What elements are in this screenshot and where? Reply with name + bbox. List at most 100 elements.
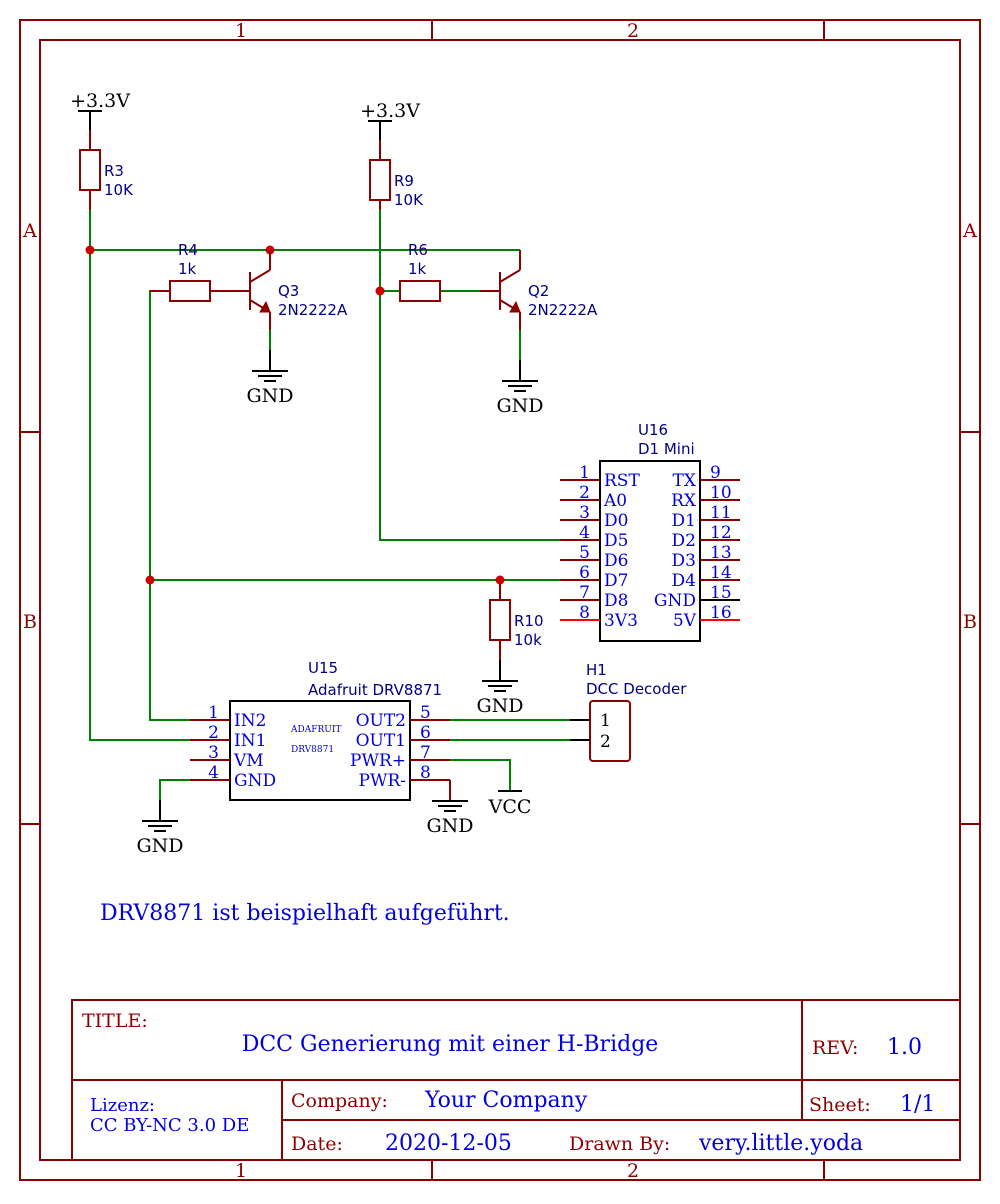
column-label-2-bottom: 2	[627, 1160, 639, 1182]
sheet-value: 1/1	[900, 1092, 935, 1117]
value-label: 10K	[104, 181, 134, 199]
license-value: CC BY-NC 3.0 DE	[90, 1115, 249, 1136]
pin-name: GND	[234, 771, 276, 791]
company-label: Company:	[291, 1090, 388, 1112]
license-label: Lizenz:	[90, 1095, 155, 1116]
row-label-a-right: A	[962, 220, 977, 242]
power-3v3-mid[interactable]: +3.3V	[360, 100, 420, 140]
gnd-label: GND	[136, 835, 183, 857]
pin-number: 4	[579, 523, 590, 543]
inner-label: DRV8871	[291, 745, 334, 755]
resistor-r4[interactable]: R4 1k	[150, 241, 250, 302]
pin-name: TX	[673, 471, 697, 491]
pin-number: 13	[710, 543, 732, 563]
transistor-q2[interactable]: Q2 2N2222A	[480, 250, 598, 330]
junction-dot	[495, 575, 505, 585]
pin-name: OUT2	[356, 711, 406, 731]
column-label-1-bottom: 1	[235, 1160, 247, 1182]
ref-label: R3	[104, 162, 124, 180]
gnd-r10[interactable]: GND	[476, 680, 524, 717]
wires	[89, 210, 570, 800]
resistor-r6[interactable]: R6 1k	[399, 241, 441, 302]
wire-in2[interactable]	[149, 290, 190, 721]
gnd-pwr-minus[interactable]: GND	[410, 779, 474, 837]
gnd-q3[interactable]: GND	[246, 350, 294, 407]
row-label-b: B	[23, 611, 37, 633]
pin-name: D1	[672, 511, 696, 531]
power-3v3-left[interactable]: +3.3V	[70, 90, 130, 130]
pin-number: 2	[600, 732, 611, 752]
column-label-2: 2	[627, 20, 639, 42]
gnd-q2[interactable]: GND	[496, 360, 544, 417]
resistor-r3[interactable]: R3 10K	[79, 130, 134, 210]
pin-name: A0	[603, 491, 627, 511]
connector-h1[interactable]: 1 2 H1 DCC Decoder	[570, 661, 687, 762]
ref-label: H1	[586, 661, 607, 679]
ref-label: R9	[394, 172, 414, 190]
junction-dot	[145, 575, 155, 585]
pin-name: RST	[604, 471, 640, 491]
pin-name: 3V3	[604, 611, 638, 631]
pin-number: 6	[579, 563, 590, 583]
gnd-u15[interactable]: GND	[136, 800, 184, 857]
gnd-label: GND	[426, 815, 473, 837]
pin-number: 2	[579, 483, 590, 503]
ref-label: Q3	[278, 282, 299, 300]
pin-number: 16	[710, 603, 732, 623]
pin-number: 5	[420, 703, 431, 723]
resistor-r10[interactable]: R10 10k	[489, 599, 544, 680]
pin-name: IN2	[234, 711, 266, 731]
pin-name: D0	[604, 511, 628, 531]
date-value: 2020-12-05	[385, 1131, 512, 1156]
pin-number: 1	[208, 703, 219, 723]
row-label-b-right: B	[963, 611, 977, 633]
drawn-by-value: very.little.yoda	[698, 1131, 863, 1156]
pin-name: OUT1	[356, 731, 406, 751]
wire-pwr-plus[interactable]	[450, 759, 511, 790]
ref-label: U16	[638, 421, 668, 439]
pin-name: D5	[604, 531, 628, 551]
pin-number: 7	[420, 743, 431, 763]
row-label-a: A	[22, 220, 37, 242]
gnd-label: GND	[246, 385, 293, 407]
ref-label: Q2	[528, 282, 549, 300]
value-label: 10k	[514, 631, 542, 649]
ref-label: R6	[408, 241, 428, 259]
pin-name: D6	[604, 551, 628, 571]
wire-in1[interactable]	[89, 210, 190, 741]
pin-name: PWR-	[359, 771, 406, 791]
pin-number: 15	[710, 583, 732, 603]
column-label-1: 1	[235, 20, 247, 42]
wire-u15-gnd[interactable]	[159, 779, 190, 800]
pin-number: 11	[710, 503, 732, 523]
value-label: 2N2222A	[528, 301, 598, 319]
pin-number: 8	[579, 603, 590, 623]
pin-name: PWR+	[350, 751, 406, 771]
pin-number: 12	[710, 523, 732, 543]
pin-name: D3	[672, 551, 696, 571]
pin-number: 14	[710, 563, 732, 583]
title-value: DCC Generierung mit einer H-Bridge	[242, 1032, 659, 1057]
pin-number: 8	[420, 763, 431, 783]
vcc-symbol[interactable]: VCC	[488, 790, 532, 818]
wire-d5[interactable]	[379, 210, 560, 541]
ref-label: R4	[178, 241, 198, 259]
value-label: 2N2222A	[278, 301, 348, 319]
value-label: Adafruit DRV8871	[308, 681, 442, 699]
resistor-r9[interactable]: R9 10K	[369, 140, 424, 210]
pin-name: D4	[672, 571, 696, 591]
inner-label: ADAFRUIT	[290, 725, 341, 735]
pin-number: 3	[208, 743, 219, 763]
pin-name: IN1	[234, 731, 266, 751]
transistor-q3[interactable]: Q3 2N2222A	[249, 250, 348, 330]
pin-number: 1	[579, 463, 590, 483]
ref-label: R10	[514, 612, 544, 630]
ref-label: U15	[308, 659, 338, 677]
pin-name: RX	[671, 491, 697, 511]
pin-name: GND	[654, 591, 696, 611]
schematic-note: DRV8871 ist beispielhaft aufgeführt.	[100, 901, 510, 926]
drawn-by-label: Drawn By:	[569, 1133, 670, 1155]
pin-name: D7	[604, 571, 628, 591]
